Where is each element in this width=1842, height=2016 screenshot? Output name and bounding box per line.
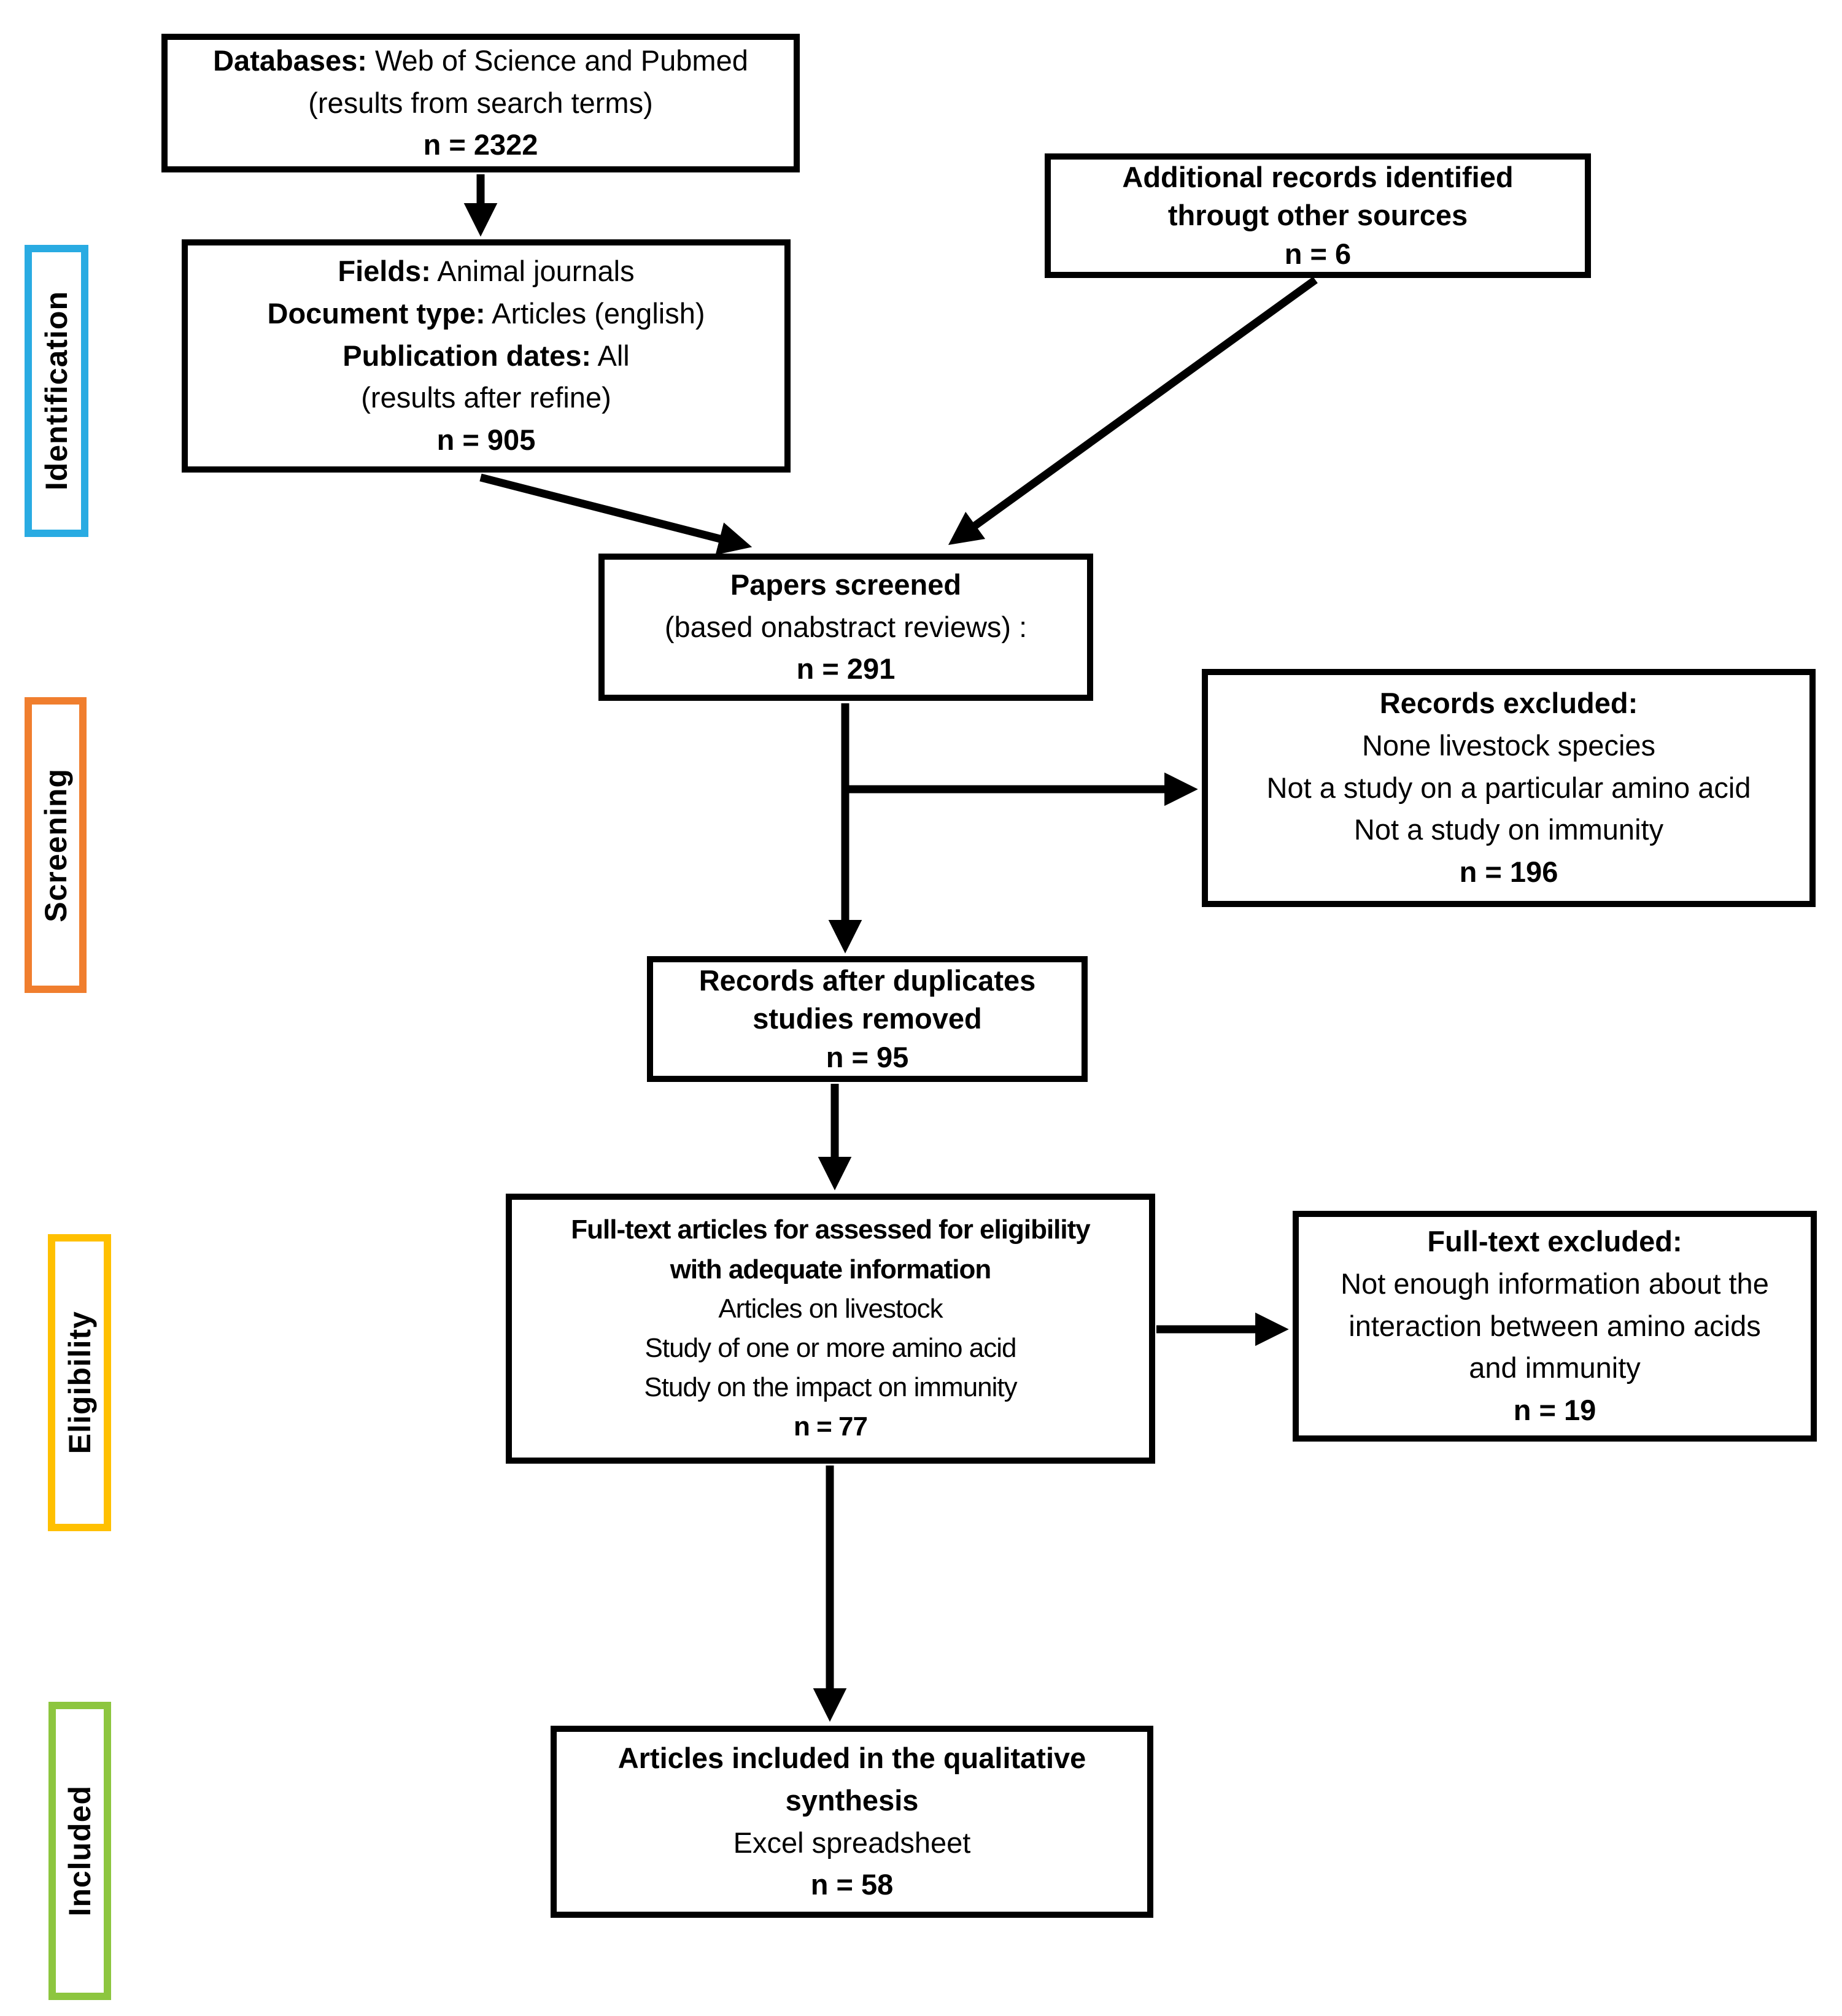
box-line: Study of one or more amino acid <box>644 1333 1017 1363</box>
box-line: Document type: Articles (english) <box>267 297 705 330</box>
stage-label-text: Included <box>63 1785 97 1917</box>
box-count: n = 2322 <box>423 128 538 161</box>
box-line: (results after refine) <box>361 381 611 414</box>
flow-box-fulltext-excluded: Full-text excluded: Not enough informati… <box>1293 1211 1817 1442</box>
stage-label-text: Eligibility <box>62 1311 97 1454</box>
stage-label-text: Screening <box>38 768 73 922</box>
box-line: Records after duplicates <box>698 964 1036 997</box>
box-line: interaction between amino acids <box>1349 1309 1761 1342</box>
box-count: n = 905 <box>436 423 536 456</box>
flow-box-fulltext-assessed: Full-text articles for assessed for elig… <box>506 1194 1155 1464</box>
box-line: Study on the impact on immunity <box>644 1372 1017 1403</box>
box-line: synthesis <box>785 1783 919 1817</box>
box-line: and immunity <box>1469 1351 1641 1385</box>
box-line: Papers screened <box>730 568 962 601</box>
box-line: Fields: Animal journals <box>338 255 635 288</box>
box-line: with adequate information <box>670 1254 992 1284</box>
box-count: n = 291 <box>796 652 896 686</box>
box-count: n = 6 <box>1284 237 1352 270</box>
box-line: Full-text excluded: <box>1427 1225 1682 1258</box>
stage-label-identification: Identification <box>25 245 88 537</box>
stage-label-text: Identification <box>39 291 74 491</box>
box-line: Records excluded: <box>1379 687 1638 720</box>
box-line: studies removed <box>753 1002 982 1035</box>
stage-label-included: Included <box>48 1702 111 2000</box>
flow-box-papers-screened: Papers screened (based onabstract review… <box>598 554 1093 701</box>
box-count: n = 58 <box>810 1868 894 1901</box>
flow-box-refine: Fields: Animal journals Document type: A… <box>182 239 791 473</box>
flow-box-records-excluded: Records excluded: None livestock species… <box>1202 669 1816 907</box>
box-line: Excel spreadsheet <box>733 1826 971 1859</box>
box-line: Publication dates: All <box>342 339 630 372</box>
box-line: Articles on livestock <box>718 1293 943 1324</box>
box-line: (results from search terms) <box>308 86 653 119</box>
box-line: Articles included in the qualitative <box>617 1742 1086 1775</box>
box-line: Not a study on immunity <box>1353 813 1664 846</box>
arrow-additional-to-screened <box>948 276 1318 545</box>
box-line: Additional records identified <box>1122 161 1514 194</box>
box-line: Databases: Web of Science and Pubmed <box>213 44 748 77</box>
flow-box-additional-records: Additional records identified througt ot… <box>1045 153 1591 278</box>
arrow-refine-to-screened <box>479 473 753 555</box>
box-line: Not enough information about the <box>1341 1267 1769 1300</box>
box-count: n = 77 <box>794 1412 868 1442</box>
box-line: None livestock species <box>1361 729 1656 762</box>
box-line: (based onabstract reviews) : <box>664 610 1027 643</box>
flow-box-databases: Databases: Web of Science and Pubmed (re… <box>161 34 800 172</box>
stage-label-screening: Screening <box>25 697 87 993</box>
box-count: n = 95 <box>826 1040 909 1073</box>
flow-box-duplicates-removed: Records after duplicates studies removed… <box>647 956 1088 1082</box>
box-line: Full-text articles for assessed for elig… <box>571 1215 1091 1245</box>
box-count: n = 19 <box>1513 1393 1596 1426</box>
stage-label-eligibility: Eligibility <box>48 1234 111 1531</box>
flow-box-included-articles: Articles included in the qualitative syn… <box>551 1726 1153 1918</box>
box-count: n = 196 <box>1459 855 1558 888</box>
box-line: througt other sources <box>1167 199 1468 232</box>
box-line: Not a study on a particular amino acid <box>1266 771 1751 804</box>
